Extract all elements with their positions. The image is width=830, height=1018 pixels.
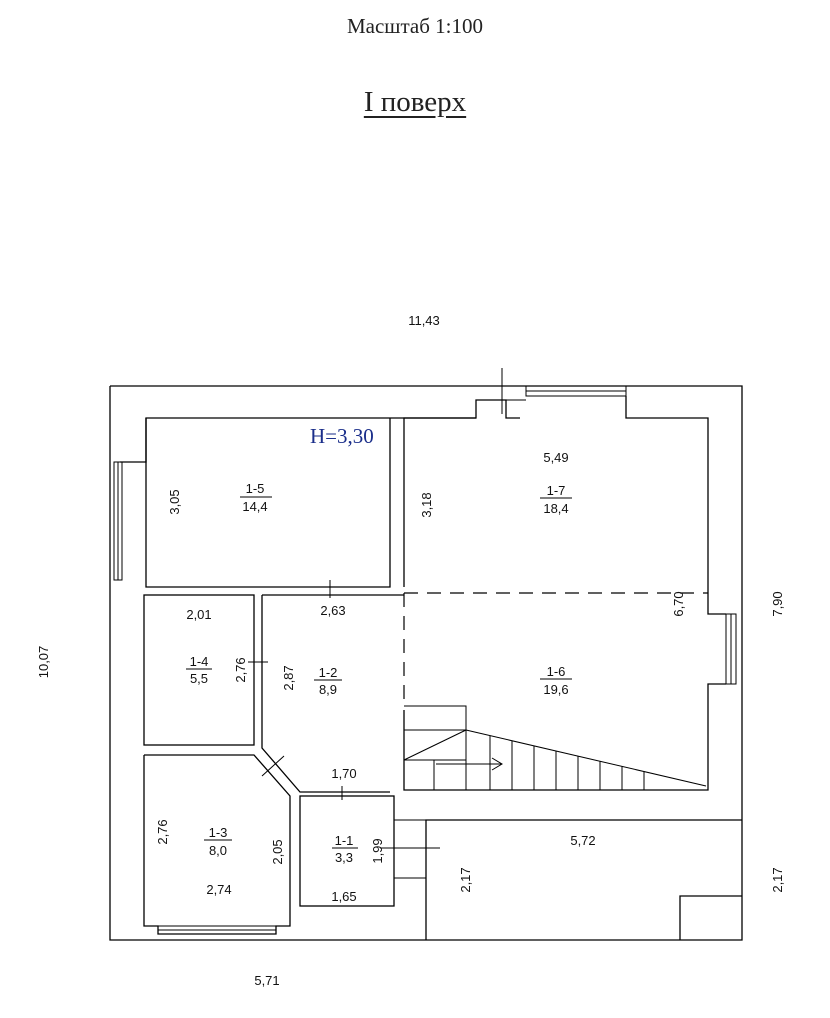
height-label: Н=3,30 xyxy=(310,424,374,448)
room-1-2-dim-height: 2,87 xyxy=(281,665,296,690)
scale-label: Масштаб 1:100 xyxy=(346,14,483,38)
room-1-1-id: 1-1 xyxy=(335,833,354,848)
room-1-1-dim-bottom: 1,65 xyxy=(331,889,356,904)
room-1-5-dim: 3,05 xyxy=(167,489,182,514)
floor-title-text: I поверх xyxy=(363,86,467,118)
room-1-4-dim-height: 2,76 xyxy=(233,657,248,682)
room-1-2-dim-width: 2,63 xyxy=(320,603,345,618)
room-1-5-area: 14,4 xyxy=(242,499,267,514)
dim-lower-bay-height: 2,17 xyxy=(458,867,473,892)
dim-right-lower: 2,17 xyxy=(770,867,785,892)
lower-bay xyxy=(425,819,742,940)
room-1-5 xyxy=(113,399,520,588)
right-window xyxy=(725,613,737,685)
room-1-1-dim-top: 1,70 xyxy=(331,766,356,781)
room-1-3-dim-left: 2,76 xyxy=(155,819,170,844)
room-1-4 xyxy=(143,594,268,746)
room-1-7-dim-width: 5,49 xyxy=(543,450,568,465)
room-1-2 xyxy=(261,580,404,793)
room-1-6-dim: 6,70 xyxy=(671,591,686,616)
top-window xyxy=(525,385,627,397)
room-1-6-area: 19,6 xyxy=(543,682,568,697)
room-1-4-area: 5,5 xyxy=(190,671,208,686)
stairs xyxy=(403,705,707,790)
room-1-7 xyxy=(403,396,726,615)
room-1-1-dim-right: 1,99 xyxy=(370,838,385,863)
room-1-3-dim-right: 2,05 xyxy=(270,839,285,864)
room-1-1-area: 3,3 xyxy=(335,850,353,865)
dim-right-height: 7,90 xyxy=(770,591,785,616)
room-1-4-id: 1-4 xyxy=(190,654,209,669)
room-1-3 xyxy=(143,754,291,935)
room-1-6 xyxy=(403,592,726,791)
room-1-2-id: 1-2 xyxy=(319,665,338,680)
room-1-1 xyxy=(299,786,440,907)
room-1-3-dim-bottom: 2,74 xyxy=(206,882,231,897)
room-1-7-area: 18,4 xyxy=(543,501,568,516)
dim-top-width: 11,43 xyxy=(408,313,440,328)
room-1-5-id: 1-5 xyxy=(246,481,265,496)
dim-lower-bay-width: 5,72 xyxy=(570,833,595,848)
room-1-7-id: 1-7 xyxy=(547,483,566,498)
floor-title: I поверх xyxy=(0,86,830,119)
top-opening xyxy=(476,368,526,414)
dim-bottom-width: 5,71 xyxy=(254,973,279,988)
room-1-6-id: 1-6 xyxy=(547,664,566,679)
room-1-7-dim-height: 3,18 xyxy=(419,492,434,517)
room-1-3-area: 8,0 xyxy=(209,843,227,858)
room-1-3-id: 1-3 xyxy=(209,825,228,840)
room-1-2-area: 8,9 xyxy=(319,682,337,697)
room-1-4-dim-width: 2,01 xyxy=(186,607,211,622)
dim-left-height: 10,07 xyxy=(36,646,51,679)
